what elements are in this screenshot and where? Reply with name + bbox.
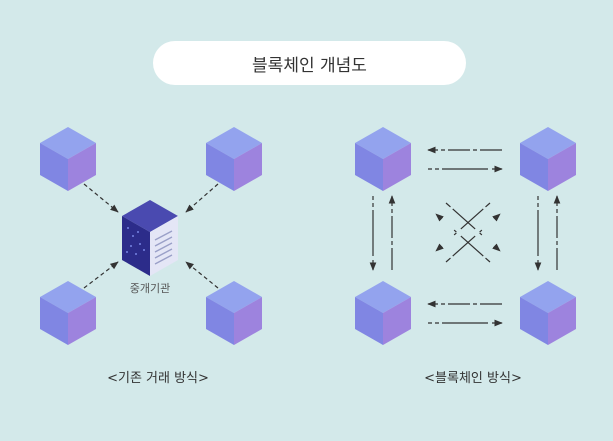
arrow <box>83 261 119 289</box>
right-panel <box>355 127 576 345</box>
arrow <box>445 213 501 263</box>
arrow <box>435 202 491 252</box>
server-label: 중개기관 <box>129 282 171 295</box>
server-icon <box>122 200 178 276</box>
node-cube <box>355 127 411 191</box>
node-cube <box>520 281 576 345</box>
left-panel <box>40 127 262 345</box>
left-caption: <기존 거래 방식> <box>107 371 209 386</box>
arrow <box>185 261 219 289</box>
node-cube <box>355 281 411 345</box>
arrow <box>83 183 119 213</box>
arrow <box>445 202 501 252</box>
arrow <box>185 183 219 213</box>
title-pill: 블록체인 개념도 <box>153 41 466 85</box>
arrow <box>435 213 491 263</box>
node-cube <box>40 281 96 345</box>
node-cube <box>206 127 262 191</box>
node-cube <box>520 127 576 191</box>
right-caption: <블록체인 방식> <box>424 371 522 386</box>
node-cube <box>206 281 262 345</box>
diagram-title: 블록체인 개념도 <box>252 55 367 76</box>
node-cube <box>40 127 96 191</box>
